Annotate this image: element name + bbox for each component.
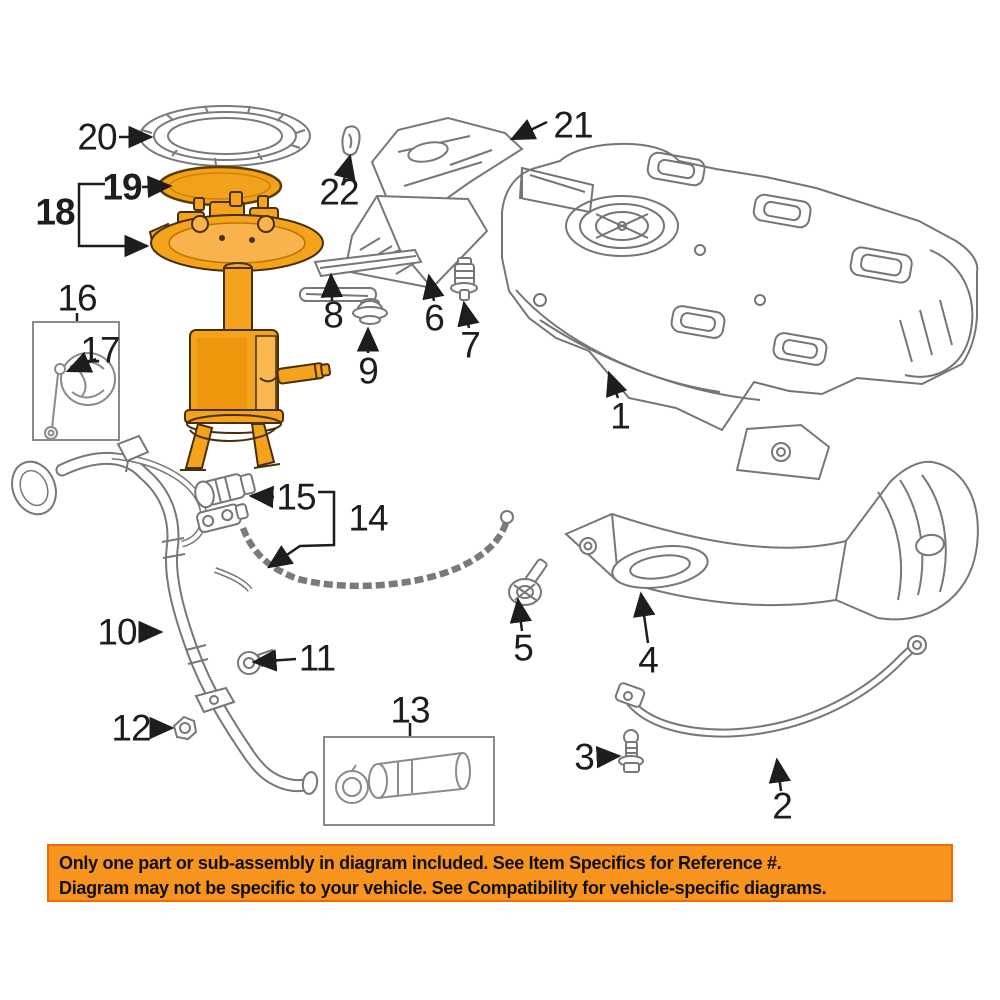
callout-3: 3 [574, 736, 595, 778]
leader-5 [509, 597, 533, 632]
tank-shield-drawing [564, 423, 979, 621]
callout-13: 13 [390, 689, 430, 731]
support-bracket-drawing [370, 116, 524, 211]
callout-9: 9 [358, 350, 379, 392]
bolt-5-drawing [508, 558, 548, 606]
hose-box-drawing [323, 736, 495, 826]
callout-15: 15 [276, 476, 316, 518]
callout-18: 18 [35, 191, 75, 233]
retainer-clip-drawing [341, 125, 361, 156]
leader-17 [65, 351, 97, 373]
callout-8: 8 [323, 294, 344, 336]
disclaimer-line-1: Only one part or sub-assembly in diagram… [59, 853, 782, 873]
leader-lines [65, 119, 792, 792]
callout-16: 16 [57, 277, 97, 319]
leader-11 [251, 649, 297, 672]
disclaimer-banner: Only one part or sub-assembly in diagram… [47, 844, 953, 902]
leader-14 [266, 490, 336, 569]
callout-21: 21 [553, 104, 593, 146]
callout-11: 11 [298, 637, 336, 679]
leader-18 [77, 182, 150, 258]
lock-ring-drawing [139, 105, 311, 167]
leader-19 [141, 175, 173, 199]
leader-4 [633, 591, 656, 644]
callout-7: 7 [460, 324, 481, 366]
callout-4: 4 [638, 639, 659, 681]
shield-strip-drawing [299, 248, 423, 302]
callout-14: 14 [348, 497, 388, 539]
callout-10: 10 [97, 611, 137, 653]
valve-15-drawing [194, 473, 256, 533]
fuel-pump-module-drawing [148, 191, 332, 471]
bolt-7-drawing [450, 257, 478, 301]
leader-1 [606, 370, 628, 399]
leader-15 [248, 485, 275, 509]
callout-5: 5 [513, 627, 534, 669]
callout-19: 19 [102, 166, 142, 208]
callout-1: 1 [610, 395, 631, 437]
callout-20: 20 [77, 116, 117, 158]
bolt-3-drawing [618, 729, 644, 773]
leader-6 [422, 273, 445, 302]
leader-21 [509, 119, 548, 141]
leader-7 [457, 300, 480, 329]
leader-8 [320, 272, 344, 302]
fuel-tank-drawing [501, 142, 979, 432]
nut-12-drawing [172, 715, 198, 741]
leader-2 [768, 757, 792, 792]
disclaimer-line-2: Diagram may not be specific to your vehi… [59, 877, 827, 898]
callout-12: 12 [111, 707, 151, 749]
tank-strap-drawing [614, 635, 927, 738]
callout-2: 2 [772, 785, 793, 827]
leader-22 [333, 153, 356, 185]
callout-17: 17 [80, 329, 120, 371]
callout-22: 22 [319, 171, 359, 213]
callout-6: 6 [424, 297, 445, 339]
filler-pipe-drawing [11, 434, 319, 795]
fuel-cap-box-drawing [32, 321, 120, 441]
grommet-drawing [352, 298, 388, 325]
leader-3 [595, 745, 622, 769]
